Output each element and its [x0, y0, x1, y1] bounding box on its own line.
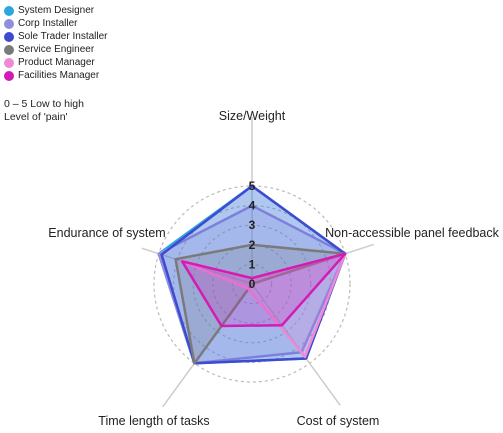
- legend-item-1: System Designer: [4, 4, 108, 17]
- grid-circle-2: [212, 244, 292, 324]
- series-polygon-6: [180, 252, 347, 328]
- legend-swatch-4: [4, 44, 14, 55]
- axis-label-1: Size/Weight: [219, 109, 286, 123]
- legend-swatch-1: [4, 5, 14, 16]
- series-polygon-3: [160, 184, 347, 365]
- legend-item-6: Facilities Manager: [4, 69, 108, 82]
- pain-scale-note: 0 – 5 Low to high Level of 'pain': [4, 98, 84, 124]
- tick-label-3: 3: [249, 218, 256, 232]
- legend-swatch-2: [4, 18, 14, 29]
- axis-label-4: Time length of tasks: [98, 414, 209, 428]
- axis-label-3: Cost of system: [297, 414, 380, 428]
- axis-label-2: Non-accessible panel feedback: [325, 226, 499, 240]
- note-line-1: 0 – 5 Low to high: [4, 98, 84, 110]
- tick-label-4: 4: [249, 199, 256, 213]
- grid-circle-5: [153, 185, 351, 383]
- legend-swatch-6: [4, 70, 14, 81]
- legend-item-3: Sole Trader Installer: [4, 30, 108, 43]
- note-line-2: Level of 'pain': [4, 111, 68, 123]
- tick-label-1: 1: [249, 257, 256, 271]
- tick-label-2: 2: [249, 238, 256, 252]
- legend-swatch-3: [4, 31, 14, 42]
- tick-label-0: 0: [249, 277, 256, 291]
- legend-label-1: System Designer: [18, 5, 95, 16]
- series-polygon-4: [174, 243, 347, 365]
- legend-label-3: Sole Trader Installer: [18, 31, 108, 42]
- legend-label-5: Product Manager: [18, 57, 95, 68]
- legend-item-5: Product Manager: [4, 56, 108, 69]
- tick-label-5: 5: [249, 179, 256, 193]
- legend-item-2: Corp Installer: [4, 17, 108, 30]
- legend-swatch-5: [4, 57, 14, 68]
- axis-label-5: Endurance of system: [48, 226, 165, 240]
- legend-label-2: Corp Installer: [18, 18, 78, 29]
- legend-item-4: Service Engineer: [4, 43, 108, 56]
- legend-label-6: Facilities Manager: [18, 70, 100, 81]
- legend-label-4: Service Engineer: [18, 44, 95, 55]
